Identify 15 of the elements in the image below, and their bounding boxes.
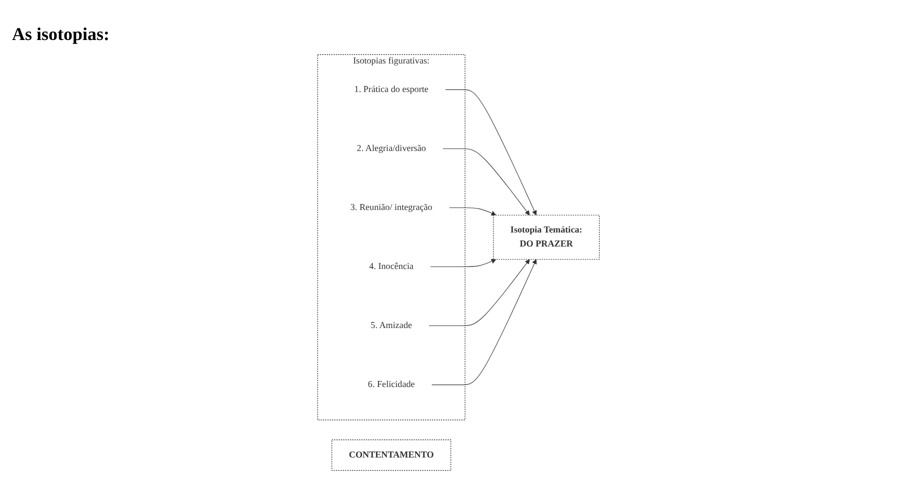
node-text: 5. Amizade [370,320,412,330]
arrow [442,148,530,216]
heading-text: As isotopias: [12,24,110,45]
node-text: 6. Felicidade [368,380,415,390]
node-text: 4. Inocência [369,262,414,272]
node-text: 3. Reunião/ integração [350,202,432,212]
arrow [432,259,537,386]
node-box: Isotopia Temática: DO PRAZER [493,214,600,260]
node-text: 1. Prática do esporte [354,84,428,94]
arrow [449,207,496,216]
node-text: 2. Alegria/diversão [356,144,426,154]
arrow [428,259,530,326]
node-box: CONTENTAMENTO [332,440,452,471]
arrow [445,89,537,216]
arrow [430,258,496,268]
